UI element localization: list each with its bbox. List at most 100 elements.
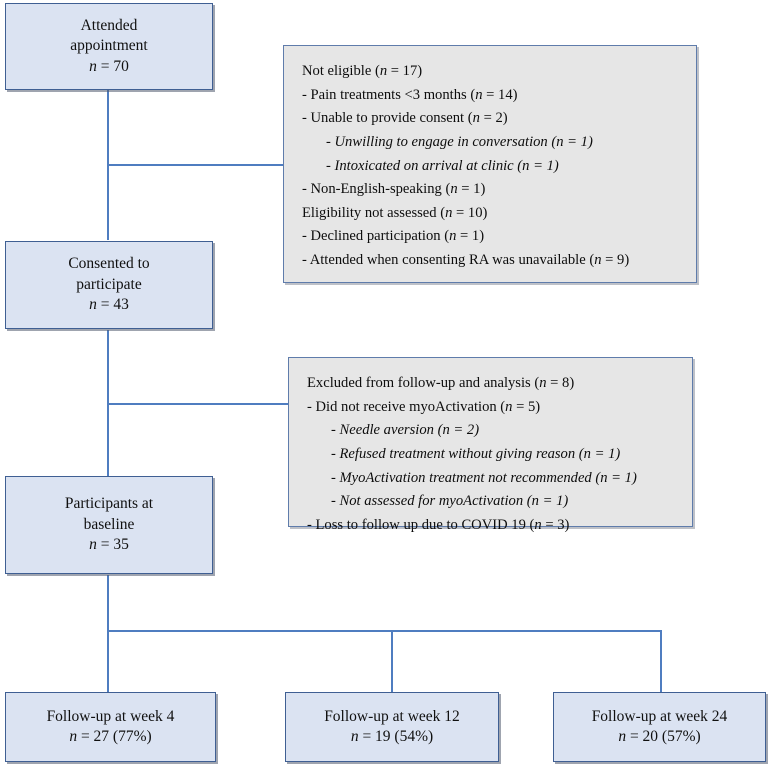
note-screening-row-text: - Attended when consenting RA was unavai… bbox=[302, 252, 595, 269]
note-screening-row-text: Eligibility not assessed ( bbox=[302, 204, 446, 221]
note-followup-row-n-value: = 1) bbox=[590, 445, 621, 462]
connector-branch-to-screening-note bbox=[107, 164, 285, 166]
note-followup-row-n-value: = 1) bbox=[538, 493, 569, 510]
note-followup-row-n-symbol: n bbox=[531, 493, 539, 510]
note-screening-row-n-value: = 2) bbox=[479, 110, 508, 127]
node-followup-week-4-n-value: = 27 (77%) bbox=[77, 728, 152, 745]
note-screening-row-n-value: = 9) bbox=[601, 252, 630, 269]
note-followup-row: - Refused treatment without giving reaso… bbox=[307, 443, 676, 467]
note-screening-row: - Attended when consenting RA was unavai… bbox=[302, 249, 680, 273]
note-followup-row-text: - MyoActivation treatment not recommende… bbox=[331, 469, 601, 486]
note-followup-row-n-value: = 8) bbox=[546, 375, 575, 391]
node-followup-week-12-n-value: = 19 (54%) bbox=[358, 728, 434, 745]
note-screening-row-n-value: = 1) bbox=[457, 181, 486, 198]
node-consented-line2: participate bbox=[76, 275, 142, 293]
note-screening-row-n-value: = 1) bbox=[529, 157, 559, 174]
node-attended-n-value: = 70 bbox=[96, 57, 129, 75]
note-screening-row-n-value: = 17) bbox=[387, 63, 423, 79]
node-consented-n-symbol: n bbox=[89, 296, 97, 314]
node-consented-count: n = 43 bbox=[89, 295, 129, 315]
node-baseline-line1: Participants at bbox=[64, 495, 154, 513]
node-followup-week-4-label: Follow-up at week 4 bbox=[46, 707, 175, 725]
node-baseline-count: n = 35 bbox=[89, 535, 129, 555]
note-followup-row-n-symbol: n bbox=[600, 469, 608, 486]
note-screening-row-n-symbol: n bbox=[556, 133, 564, 150]
node-consented-participate[interactable]: Consented to participate n = 43 bbox=[5, 241, 213, 329]
connector-distributor-to-week4 bbox=[107, 630, 109, 692]
note-screening-row-n-symbol: n bbox=[475, 86, 483, 103]
node-participants-baseline[interactable]: Participants at baseline n = 35 bbox=[5, 476, 213, 574]
node-attended-n-symbol: n bbox=[89, 57, 97, 75]
note-screening-row-n-symbol: n bbox=[449, 228, 457, 245]
note-screening-row: - Unable to provide consent (n = 2) bbox=[302, 107, 680, 131]
note-screening-row: - Pain treatments <3 months (n = 14) bbox=[302, 84, 680, 108]
node-attended-count: n = 70 bbox=[89, 57, 129, 77]
node-attended-appointment[interactable]: Attended appointment n = 70 bbox=[5, 3, 213, 90]
note-followup-row-text: - Refused treatment without giving reaso… bbox=[331, 445, 584, 462]
note-followup-row-n-symbol: n bbox=[442, 422, 450, 439]
note-screening-row: Eligibility not assessed (n = 10) bbox=[302, 202, 680, 226]
note-screening-row-text: - Declined participation ( bbox=[302, 228, 450, 245]
note-screening-row-n-value: = 1) bbox=[456, 228, 485, 245]
node-followup-week-12-label: Follow-up at week 12 bbox=[324, 707, 460, 725]
note-screening-row-text: - Intoxicated on arrival at clinic ( bbox=[326, 157, 523, 174]
note-followup-row-n-value: = 2) bbox=[449, 422, 480, 439]
note-followup-row-text: Excluded from follow-up and analysis ( bbox=[307, 375, 540, 391]
node-followup-week-24-n-value: = 20 (57%) bbox=[626, 728, 701, 745]
note-followup-row: - Needle aversion (n = 2) bbox=[307, 419, 676, 443]
note-followup-row-n-symbol: n bbox=[583, 445, 591, 462]
note-screening-row-n-symbol: n bbox=[522, 157, 530, 174]
node-attended-line1: Attended bbox=[80, 16, 138, 34]
note-screening-row-n-symbol: n bbox=[379, 63, 388, 79]
note-followup-row-n-symbol: n bbox=[534, 516, 542, 533]
note-followup-row: Excluded from follow-up and analysis (n … bbox=[307, 372, 676, 396]
note-screening-row: - Non-English-speaking (n = 1) bbox=[302, 178, 680, 202]
note-screening-row-n-symbol: n bbox=[445, 204, 453, 221]
note-followup-row: - Not assessed for myoActivation (n = 1) bbox=[307, 490, 676, 514]
note-followup-row-text: - Needle aversion ( bbox=[331, 422, 443, 439]
note-screening-row-n-symbol: n bbox=[450, 181, 458, 198]
note-screening-row-text: - Unwilling to engage in conversation ( bbox=[326, 133, 557, 150]
node-baseline-n-value: = 35 bbox=[96, 536, 129, 554]
connector-branch-to-followup-note bbox=[107, 403, 290, 405]
note-followup-row-text: - Not assessed for myoActivation ( bbox=[331, 493, 532, 510]
node-baseline-n-symbol: n bbox=[89, 536, 97, 554]
note-screening-row-n-value: = 14) bbox=[482, 86, 518, 103]
node-followup-week-4-n-symbol: n bbox=[69, 728, 78, 745]
note-followup-row-text: - Loss to follow up due to COVID 19 ( bbox=[307, 516, 535, 533]
note-exclusions-screening: Not eligible (n = 17)- Pain treatments <… bbox=[283, 45, 697, 283]
node-followup-week-12[interactable]: Follow-up at week 12 n = 19 (54%) bbox=[285, 692, 499, 762]
note-screening-row-text: - Pain treatments <3 months ( bbox=[302, 86, 476, 103]
connector-distributor-horizontal bbox=[107, 630, 662, 632]
node-followup-week-24-label: Follow-up at week 24 bbox=[591, 707, 728, 725]
node-followup-week-24-n-symbol: n bbox=[618, 728, 627, 745]
note-screening-row-n-value: = 1) bbox=[563, 133, 593, 150]
node-followup-week-4[interactable]: Follow-up at week 4 n = 27 (77%) bbox=[5, 692, 216, 762]
note-followup-row-n-value: = 1) bbox=[607, 469, 637, 486]
node-consented-line1: Consented to bbox=[68, 255, 150, 273]
note-followup-row-n-symbol: n bbox=[539, 375, 547, 391]
note-screening-row-text: - Non-English-speaking ( bbox=[302, 181, 451, 198]
note-screening-row-n-symbol: n bbox=[594, 252, 602, 269]
note-followup-row-n-symbol: n bbox=[505, 398, 513, 415]
node-followup-week-4-count: n = 27 (77%) bbox=[69, 727, 151, 747]
note-screening-row-n-value: = 10) bbox=[452, 204, 488, 221]
note-screening-row-text: Not eligible ( bbox=[302, 63, 380, 79]
note-followup-row: - Loss to follow up due to COVID 19 (n =… bbox=[307, 514, 676, 538]
node-followup-week-12-n-symbol: n bbox=[350, 728, 359, 745]
note-screening-row-n-symbol: n bbox=[472, 110, 480, 127]
node-baseline-line2: baseline bbox=[83, 515, 135, 533]
note-screening-row: - Unwilling to engage in conversation (n… bbox=[302, 131, 680, 155]
node-followup-week-12-count: n = 19 (54%) bbox=[351, 727, 433, 747]
connector-distributor-to-week24 bbox=[660, 630, 662, 692]
note-screening-row-text: - Unable to provide consent ( bbox=[302, 110, 473, 127]
connector-baseline-to-distributor bbox=[107, 575, 109, 632]
note-followup-row: - MyoActivation treatment not recommende… bbox=[307, 467, 676, 491]
note-screening-row: - Intoxicated on arrival at clinic (n = … bbox=[302, 155, 680, 179]
node-consented-n-value: = 43 bbox=[96, 296, 129, 314]
note-followup-row-n-value: = 5) bbox=[512, 398, 541, 415]
connector-distributor-to-week12 bbox=[391, 630, 393, 692]
node-attended-line2: appointment bbox=[70, 37, 148, 55]
node-followup-week-24[interactable]: Follow-up at week 24 n = 20 (57%) bbox=[553, 692, 766, 762]
